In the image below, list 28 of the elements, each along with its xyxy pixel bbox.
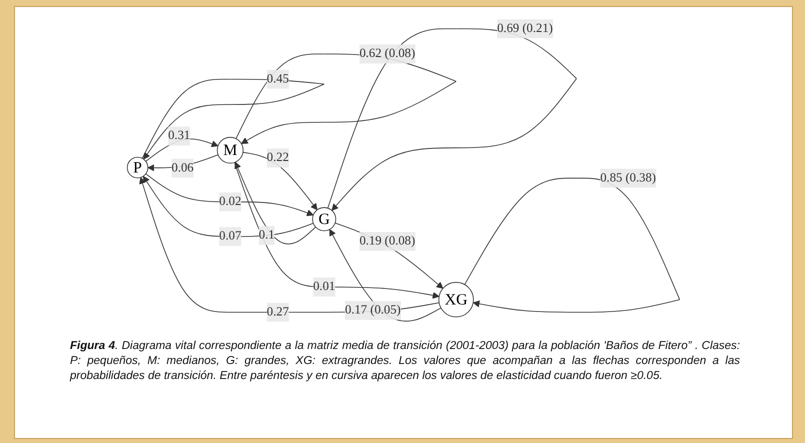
arrow: [464, 178, 680, 313]
node-circle: P: [126, 156, 148, 178]
arrow: [234, 162, 440, 299]
edge-label: 0.01: [313, 280, 336, 294]
arrow: [234, 162, 316, 244]
arrow: [329, 229, 442, 322]
edge-label: 0.06: [172, 161, 194, 174]
edge-label: 0.07: [219, 229, 242, 243]
edge-label: 0.17 (0.05): [345, 303, 401, 317]
edge-label: 0.85 (0.38): [600, 171, 656, 184]
arrow: [334, 222, 444, 289]
node-circle: M: [216, 136, 244, 164]
figure-caption: Figura 4. Diagrama vital correspondiente a la matriz media de transición (2001-2003) para la población 'Baños de Fitero” . Clases: P: pequeños, M: medianos, G: grandes, XG: extragrandes. Los valores que acompañan a las flechas corresponden a las probabilidades de transición. Entre paréntesis y en cursiva aparecen los valores de elasticidad cuando fueron ≥0.05.: [70, 339, 740, 384]
edge-label: 0.62 (0.08): [359, 46, 416, 60]
node-circle: G: [312, 207, 336, 232]
edge-label: 0.31: [168, 128, 190, 142]
edge-label: 0.1: [258, 228, 275, 242]
node-circle: XG: [438, 282, 474, 318]
edge-label: 0.45: [266, 72, 289, 86]
arrow: [145, 138, 218, 162]
edge-label: 0.02: [219, 194, 242, 208]
arrow: [145, 173, 314, 216]
edge-label: 0.27: [266, 305, 289, 319]
edge-label: 0.22: [266, 150, 289, 164]
edge-label: 0.69 (0.21): [497, 22, 553, 36]
arrow: [242, 152, 318, 210]
edge-label: 0.19 (0.08): [359, 234, 416, 248]
arrow: [142, 176, 314, 237]
